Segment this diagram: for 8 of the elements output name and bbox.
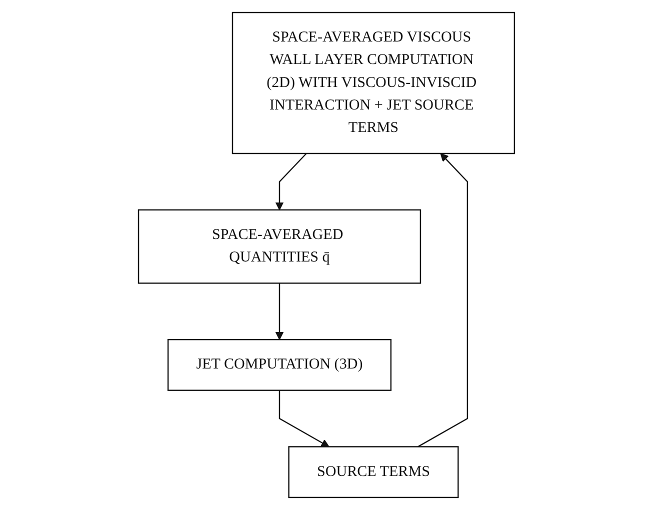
node-box: SPACE-AVERAGED QUANTITIES q̄: [137, 208, 421, 284]
arrow: [274, 152, 306, 210]
node-box: JET COMPUTATION (3D): [166, 338, 392, 390]
arrow: [417, 152, 468, 447]
node-box: SOURCE TERMS: [288, 446, 458, 498]
arrow: [278, 390, 329, 447]
node-box: SPACE-AVERAGED VISCOUS WALL LAYER COMPUTATION (2D) WITH VISCOUS-INVISCID INTERACTION + JET SOURCE TERMS: [231, 11, 515, 154]
arrow: [274, 282, 284, 340]
